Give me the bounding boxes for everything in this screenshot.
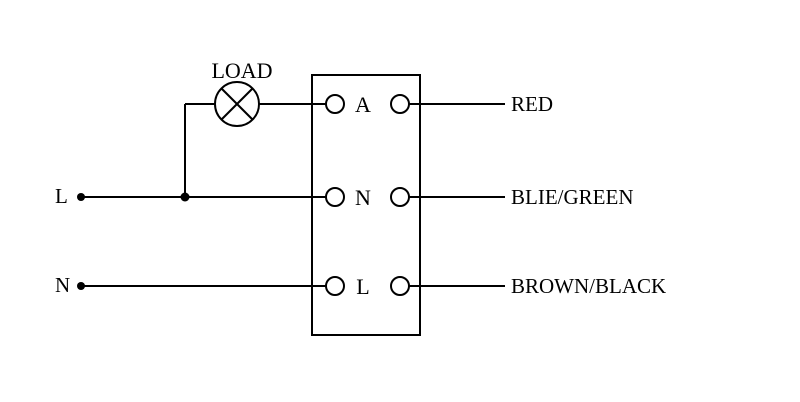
terminal-l-left-contact <box>325 276 345 296</box>
lamp-cross-line-2 <box>220 87 254 121</box>
terminal-n-left-contact <box>325 187 345 207</box>
wire-brown-black-label: BROWN/BLACK <box>511 274 666 298</box>
lamp-icon <box>214 81 260 127</box>
terminal-row-n: N BLIE/GREEN <box>325 185 633 210</box>
wire-red-label: RED <box>511 92 553 116</box>
wire-blue-green-label: BLIE/GREEN <box>511 185 633 209</box>
load-label: LOAD <box>211 58 272 83</box>
terminal-l-right-contact <box>390 276 410 296</box>
terminal-n-label: N <box>355 185 371 210</box>
terminal-a-right-contact <box>390 94 410 114</box>
terminal-a-left-contact <box>325 94 345 114</box>
source-neutral-label: N <box>55 273 70 297</box>
terminal-row-l: L BROWN/BLACK <box>325 274 666 299</box>
terminal-block-outline <box>311 74 421 336</box>
terminal-n-right-contact <box>390 187 410 207</box>
terminal-a-label: A <box>355 92 371 117</box>
terminal-row-a: A RED <box>325 92 553 117</box>
source-live-label: L <box>55 184 68 208</box>
terminal-l-label: L <box>356 274 369 299</box>
